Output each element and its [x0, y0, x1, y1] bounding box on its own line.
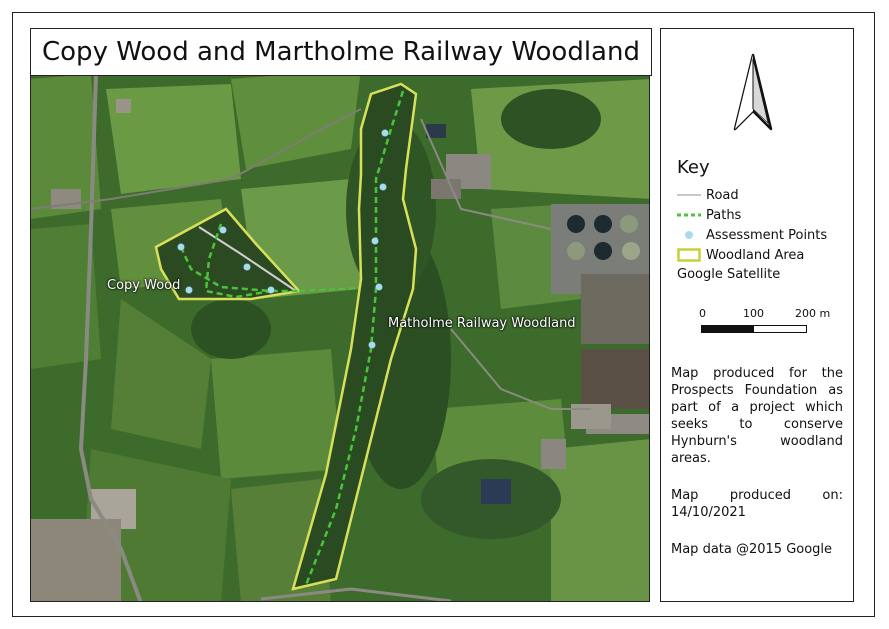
- map-view[interactable]: [30, 28, 650, 602]
- railway-woodland-label: Matholme Railway Woodland: [388, 316, 576, 331]
- scale-tick-0: 0: [699, 307, 706, 320]
- legend-paths: Paths: [677, 205, 852, 225]
- legend-label: Paths: [706, 207, 742, 223]
- scale-tick-2: 200 m: [795, 307, 831, 320]
- legend-woodland-area: Woodland Area: [677, 245, 852, 265]
- date-note: Map produced on: 14/10/2021: [671, 488, 843, 520]
- map-title: Copy Wood and Martholme Railway Woodland: [30, 28, 652, 76]
- copy-wood-woodland-area: [154, 207, 302, 301]
- assessment-points: [177, 129, 389, 349]
- copy-wood-label: Copy Wood: [107, 278, 181, 293]
- north-arrow-icon: [733, 53, 773, 131]
- page-frame: [12, 12, 875, 617]
- railway-woodland-area: [291, 82, 418, 591]
- scale-tick-1: 100: [743, 307, 764, 320]
- legend-label: Woodland Area: [706, 247, 805, 263]
- dashed-line-icon: [677, 207, 701, 223]
- satellite-map: [31, 29, 649, 601]
- copyright-note: Map data @2015 Google: [671, 542, 833, 557]
- road-line-icon: [677, 187, 701, 203]
- legend-label: Road: [706, 187, 739, 203]
- copy-wood-road: [198, 226, 297, 292]
- purpose-note: Map produced for the Prospects Foundatio…: [671, 366, 843, 466]
- legend: Road Paths Assessment Points Woodland Ar…: [677, 185, 852, 265]
- dot-icon: [677, 227, 701, 243]
- scale-bar: 0 100 200 m: [697, 307, 847, 347]
- legend-label: Assessment Points: [706, 227, 828, 243]
- legend-assessment-points: Assessment Points: [677, 225, 852, 245]
- legend-road: Road: [677, 185, 852, 205]
- basemap-label: Google Satellite: [677, 267, 781, 282]
- info-panel: Key Road Paths Assessment Points Woodlan…: [660, 28, 854, 602]
- outline-box-icon: [677, 247, 701, 263]
- key-title: Key: [677, 157, 710, 178]
